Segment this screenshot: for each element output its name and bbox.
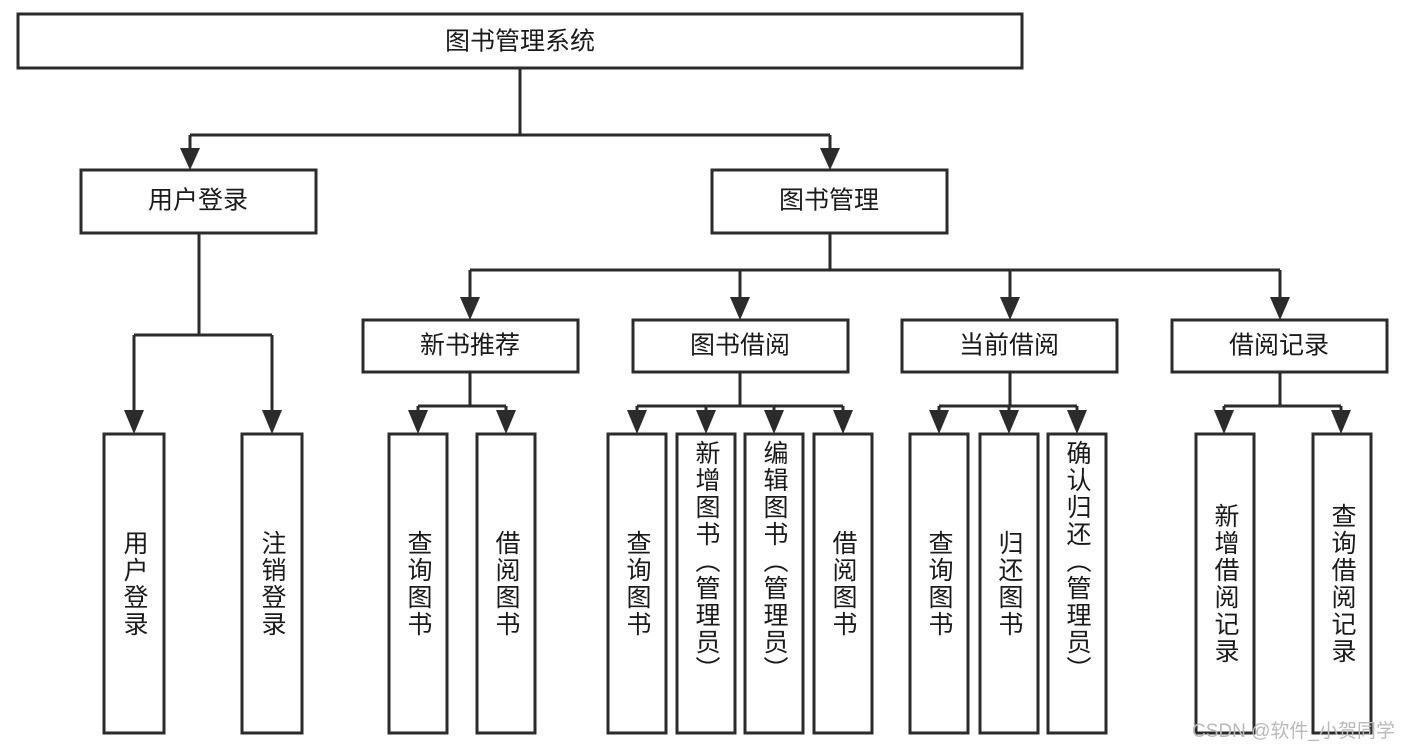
- node-root[interactable]: 图书管理系统: [16, 12, 1024, 70]
- connector-current-borrow-to-leaves: [929, 372, 1087, 434]
- node-book-manage-box[interactable]: [710, 168, 949, 235]
- node-borrow-record-label: 借阅记录: [1229, 332, 1329, 360]
- leaf-box-add-book[interactable]: [675, 432, 737, 735]
- arrow-leaf-logout-login: [262, 410, 282, 434]
- node-book-borrow-box[interactable]: [631, 318, 850, 374]
- connector-book-manage-to-level3: [460, 233, 1290, 320]
- node-borrow-record-box[interactable]: [1170, 318, 1389, 374]
- arrow-leaf-return-book: [999, 410, 1019, 434]
- leaf-box-return-book[interactable]: [978, 432, 1040, 735]
- leaf-box-query-book-3[interactable]: [908, 432, 970, 735]
- leaf-box-logout-login[interactable]: [240, 432, 304, 735]
- node-new-book-recommend-label: 新书推荐: [420, 332, 520, 360]
- arrow-new-book-recommend: [460, 297, 480, 320]
- node-root-label: 图书管理系统: [445, 28, 595, 56]
- leaf-box-confirm-return[interactable]: [1046, 432, 1108, 735]
- connector-borrow-record-to-leaves: [1214, 372, 1351, 434]
- connector-root-to-level2: [180, 68, 840, 170]
- node-book-borrow[interactable]: 图书借阅: [631, 318, 850, 374]
- connector-user-login-to-leaves: [124, 233, 282, 434]
- leaf-boxes: [102, 432, 1373, 735]
- arrow-leaf-user-login: [124, 410, 144, 434]
- arrow-book-manage: [820, 148, 840, 170]
- leaf-box-query-book-2[interactable]: [606, 432, 668, 735]
- arrow-current-borrow: [1000, 297, 1020, 320]
- connector-book-borrow-to-leaves: [627, 372, 853, 434]
- node-user-login-box[interactable]: [79, 168, 318, 235]
- node-current-borrow-label: 当前借阅: [959, 332, 1059, 360]
- arrow-leaf-borrow-book-2: [833, 410, 853, 434]
- leaf-box-borrow-book-2[interactable]: [812, 432, 874, 735]
- leaf-box-user-login[interactable]: [102, 432, 166, 735]
- leaf-box-query-book-1[interactable]: [387, 432, 449, 735]
- arrow-user-login: [180, 148, 200, 170]
- arrow-leaf-borrow-book-1: [496, 410, 516, 434]
- node-current-borrow-box[interactable]: [900, 318, 1119, 374]
- leaf-box-query-record[interactable]: [1311, 432, 1373, 735]
- arrow-leaf-edit-book: [764, 410, 784, 434]
- node-current-borrow[interactable]: 当前借阅: [900, 318, 1119, 374]
- arrow-leaf-query-book-2: [627, 410, 647, 434]
- arrow-book-borrow: [730, 297, 750, 320]
- arrow-leaf-query-book-3: [929, 410, 949, 434]
- leaf-box-add-record[interactable]: [1194, 432, 1256, 735]
- arrow-leaf-query-record: [1331, 410, 1351, 434]
- arrow-leaf-add-record: [1214, 410, 1234, 434]
- leaf-box-edit-book[interactable]: [743, 432, 805, 735]
- leaf-box-borrow-book-1[interactable]: [475, 432, 537, 735]
- connector-new-book-to-leaves: [408, 372, 516, 434]
- node-book-borrow-label: 图书借阅: [690, 332, 790, 360]
- node-user-login[interactable]: 用户登录: [79, 168, 318, 235]
- node-borrow-record[interactable]: 借阅记录: [1170, 318, 1389, 374]
- arrow-leaf-confirm-return: [1067, 410, 1087, 434]
- arrow-borrow-record: [1270, 297, 1290, 320]
- node-user-login-label: 用户登录: [148, 187, 248, 215]
- arrow-leaf-query-book-1: [408, 410, 428, 434]
- node-new-book-recommend-box[interactable]: [361, 318, 580, 374]
- node-new-book-recommend[interactable]: 新书推荐: [361, 318, 580, 374]
- csdn-watermark: CSDN @软件_小贺同学: [1192, 721, 1395, 742]
- node-root-box[interactable]: [16, 12, 1024, 70]
- arrow-leaf-add-book: [696, 410, 716, 434]
- node-book-manage[interactable]: 图书管理: [710, 168, 949, 235]
- node-book-manage-label: 图书管理: [779, 187, 879, 215]
